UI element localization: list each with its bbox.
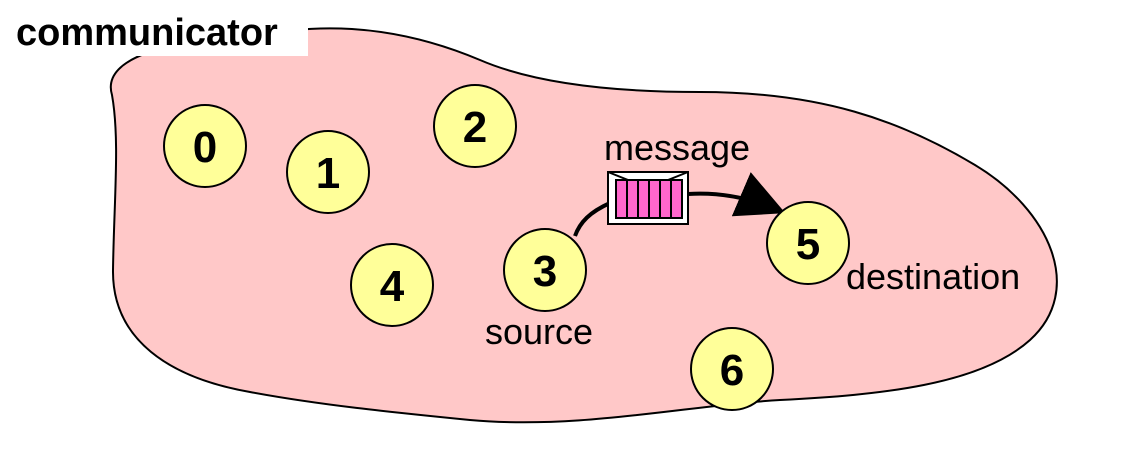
- process-label: 4: [380, 262, 405, 311]
- communicator-title: communicator: [16, 12, 278, 54]
- destination-label: destination: [846, 256, 1020, 297]
- title-background: [8, 12, 308, 56]
- process-3: 3: [503, 228, 587, 312]
- process-label: 2: [463, 103, 487, 152]
- message-arrow: [687, 172, 786, 217]
- process-label: 0: [193, 123, 217, 172]
- process-label: 5: [796, 220, 820, 269]
- message-envelope: [607, 171, 689, 225]
- process-0: 0: [163, 104, 247, 188]
- process-label: 3: [533, 247, 557, 296]
- process-label: 1: [316, 149, 340, 198]
- message-label: message: [604, 127, 750, 168]
- process-6: 6: [690, 327, 774, 411]
- message-payload: [615, 179, 683, 219]
- communicator-region: [109, 27, 1058, 424]
- process-2: 2: [433, 84, 517, 168]
- process-5: 5: [766, 201, 850, 285]
- message-path-source: [573, 201, 611, 237]
- process-1: 1: [286, 130, 370, 214]
- source-label: source: [485, 311, 593, 352]
- process-label: 6: [720, 346, 744, 395]
- process-4: 4: [350, 243, 434, 327]
